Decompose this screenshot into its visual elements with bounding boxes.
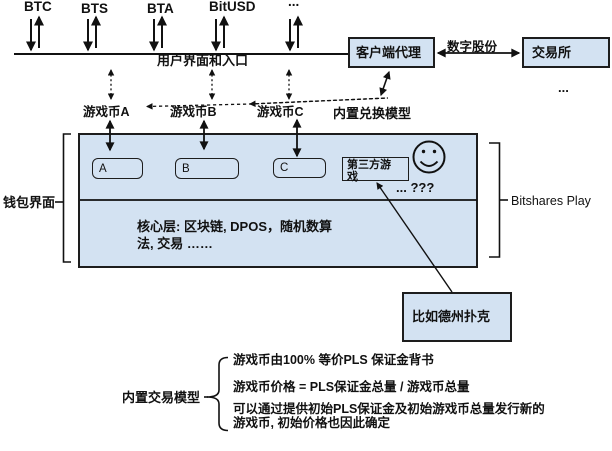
exchange-box: 交易所 (522, 37, 610, 68)
core-layer-text: 核心层: 区块链, DPOS，随机数算 法, 交易 …… (137, 219, 333, 251)
game-coin-a-label: 游戏币A (83, 105, 130, 119)
game-slot-b-label: B (182, 162, 190, 175)
trade-model-item-3: 可以通过提供初始PLS保证金及初始游戏币总量发行新的 游戏币, 初始价格也因此确… (233, 402, 545, 430)
third-party-game-label: 第三方游戏 (347, 159, 391, 183)
wallet-ui-label: 钱包界面 (3, 195, 56, 210)
asset-label-more: ... (288, 0, 300, 9)
entry-coin-dotted-arrows-icon (107, 69, 293, 100)
trade-model-item-2: 游戏币价格 = PLS保证金总量 / 游戏币总量 (233, 380, 470, 394)
builtin-exchange-label: 内置兑换模型 (333, 106, 412, 121)
exchange-model-agent-arrow (379, 70, 391, 97)
poker-example-label: 比如德州扑克 (412, 309, 491, 324)
asset-label-bitusd: BitUSD (209, 0, 256, 14)
poker-example-box: 比如德州扑克 (402, 292, 512, 342)
game-slot-a-label: A (99, 162, 107, 175)
asset-label-bts: BTS (81, 1, 108, 16)
asset-label-bta: BTA (147, 1, 174, 16)
asset-exchange-arrows-icon (26, 15, 303, 52)
digital-shares-label: 数字股份 (447, 40, 498, 54)
client-agent-label: 客户端代理 (356, 44, 422, 60)
bitshares-bracket-icon (489, 142, 508, 258)
wallet-bracket-icon (55, 133, 71, 263)
exchange-label: 交易所 (532, 44, 572, 60)
game-slot-b: B (175, 158, 239, 179)
more-games-label: ... ??? (396, 180, 435, 195)
exchange-more-label: ... (558, 80, 569, 95)
game-coin-b-label: 游戏币B (170, 105, 217, 119)
bitshares-play-label: Bitshares Play (511, 194, 591, 208)
asset-label-btc: BTC (24, 0, 52, 14)
trade-model-label: 内置交易模型 (122, 390, 201, 405)
game-slot-c: C (273, 158, 326, 178)
game-coin-c-label: 游戏币C (257, 105, 304, 119)
game-slot-c-label: C (280, 162, 289, 174)
user-entry-label: 用户界面和入口 (157, 53, 249, 68)
trade-model-item-1: 游戏币由100% 等价PLS 保证金背书 (233, 353, 434, 367)
third-party-game-box: 第三方游戏 (342, 157, 409, 183)
client-agent-box: 客户端代理 (348, 37, 435, 68)
trade-model-brace-icon (204, 356, 229, 432)
game-slot-a: A (92, 158, 143, 179)
